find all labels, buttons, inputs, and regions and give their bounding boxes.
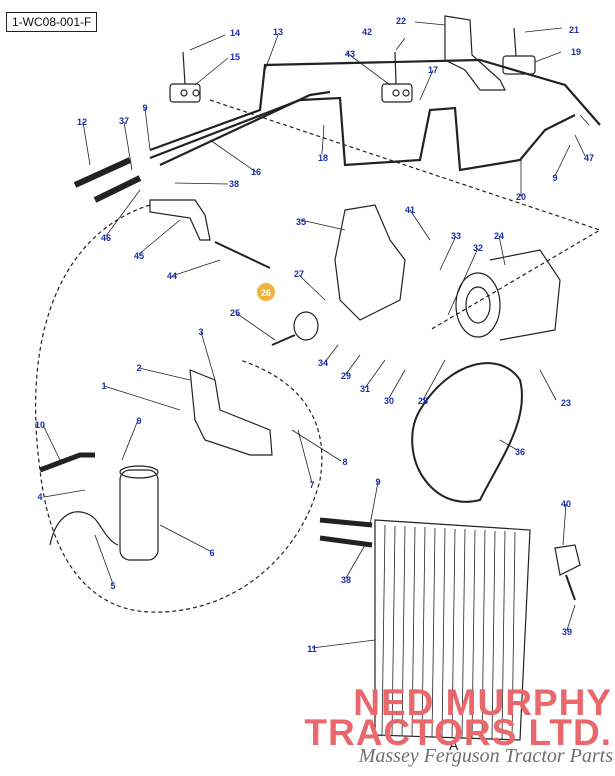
receiver-drier-6	[119, 469, 159, 561]
bracket-40	[554, 544, 581, 576]
pulley-26	[293, 311, 319, 341]
watermark-tagline: Massey Ferguson Tractor Parts	[358, 745, 613, 767]
dashed-outline-left	[35, 204, 323, 613]
callout-7[interactable]: 7	[309, 480, 314, 490]
callout-18[interactable]: 18	[318, 153, 328, 163]
bracket-45	[149, 199, 211, 241]
bolt-14	[182, 51, 186, 85]
bolt-25	[271, 334, 296, 346]
callout-14[interactable]: 14	[230, 28, 240, 38]
callout-24[interactable]: 24	[494, 231, 504, 241]
callout-9[interactable]: 9	[552, 173, 557, 183]
fitting-12	[73, 157, 132, 188]
callout-25[interactable]: 25	[230, 308, 240, 318]
bolt-44	[214, 241, 271, 269]
callout-8[interactable]: 8	[342, 457, 347, 467]
callout-37[interactable]: 37	[119, 116, 129, 126]
callout-31[interactable]: 31	[360, 384, 370, 394]
dashed-outline-right	[209, 99, 602, 331]
bolt-21	[513, 27, 517, 57]
callout-21[interactable]: 21	[569, 25, 579, 35]
fitting-10	[39, 452, 95, 473]
callout-5[interactable]: 5	[110, 581, 115, 591]
callout-26[interactable]: 26	[261, 288, 271, 298]
callout-45[interactable]: 45	[134, 251, 144, 261]
pipe-13	[149, 58, 601, 152]
clamp-19	[502, 55, 536, 75]
view-label: A	[449, 737, 459, 753]
callout-9[interactable]: 9	[142, 103, 147, 113]
callout-1[interactable]: 1	[101, 381, 106, 391]
callout-27[interactable]: 27	[294, 269, 304, 279]
callout-33[interactable]: 33	[451, 231, 461, 241]
pipe-16	[159, 90, 331, 166]
watermark-line-2: TRACTORS LTD.	[304, 712, 612, 753]
callout-3[interactable]: 3	[198, 327, 203, 337]
callout-4[interactable]: 4	[37, 492, 42, 502]
callout-15[interactable]: 15	[230, 52, 240, 62]
callout-41[interactable]: 41	[405, 205, 415, 215]
bracket-22	[444, 15, 506, 91]
compressor-24	[489, 249, 561, 341]
callout-12[interactable]: 12	[77, 117, 87, 127]
callout-highlight	[257, 283, 275, 301]
callout-17[interactable]: 17	[428, 65, 438, 75]
diagram-reference-code: 1-WC08-001-F	[6, 12, 98, 32]
callout-47[interactable]: 47	[584, 153, 594, 163]
callout-38[interactable]: 38	[341, 575, 351, 585]
bracket-35	[334, 204, 406, 321]
callout-19[interactable]: 19	[571, 47, 581, 57]
callout-9[interactable]: 9	[375, 477, 380, 487]
compressor-pulley	[455, 272, 501, 338]
callout-23[interactable]: 23	[561, 398, 571, 408]
bracket-2	[189, 369, 273, 456]
callout-43[interactable]: 43	[345, 49, 355, 59]
callout-38[interactable]: 38	[229, 179, 239, 189]
callout-39[interactable]: 39	[562, 627, 572, 637]
bolt-42	[394, 51, 397, 85]
callout-10[interactable]: 10	[35, 420, 45, 430]
fitting-upper-38	[319, 517, 373, 528]
callout-44[interactable]: 44	[167, 271, 177, 281]
callout-9[interactable]: 9	[136, 416, 141, 426]
bolt-39	[565, 574, 576, 601]
callout-29[interactable]: 29	[341, 371, 351, 381]
callout-28[interactable]: 28	[418, 396, 428, 406]
callout-40[interactable]: 40	[561, 499, 571, 509]
clamp-15	[169, 83, 201, 103]
callout-layer: 1234567899991011121314151617181920212223…	[35, 16, 594, 753]
callout-42[interactable]: 42	[362, 27, 372, 37]
callout-22[interactable]: 22	[396, 16, 406, 26]
fitting-lower-38	[319, 535, 373, 548]
belt-36	[411, 362, 523, 503]
callout-6[interactable]: 6	[209, 548, 214, 558]
callout-30[interactable]: 30	[384, 396, 394, 406]
fitting-37	[93, 175, 142, 203]
condenser-11	[374, 519, 531, 741]
callout-20[interactable]: 20	[516, 192, 526, 202]
callout-34[interactable]: 34	[318, 358, 328, 368]
clamp-43	[381, 83, 413, 103]
callout-36[interactable]: 36	[515, 447, 525, 457]
callout-32[interactable]: 32	[473, 243, 483, 253]
watermark-line-1: NED MURPHY	[353, 682, 612, 723]
callout-46[interactable]: 46	[101, 233, 111, 243]
hose-5	[49, 511, 119, 546]
callout-16[interactable]: 16	[251, 167, 261, 177]
callout-13[interactable]: 13	[273, 27, 283, 37]
callout-35[interactable]: 35	[296, 217, 306, 227]
callout-11[interactable]: 11	[307, 644, 317, 654]
pipe-17	[149, 96, 576, 172]
callout-2[interactable]: 2	[136, 363, 141, 373]
